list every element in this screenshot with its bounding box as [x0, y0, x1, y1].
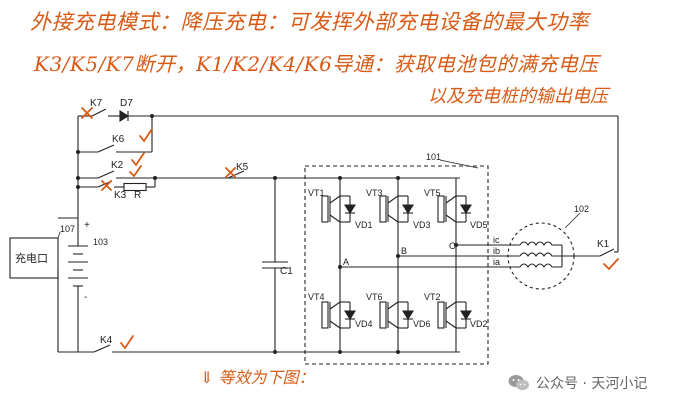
node-c-label: C [449, 241, 456, 251]
k6-label: K6 [112, 134, 125, 145]
vd3-label: VD3 [413, 220, 431, 230]
k4-label: K4 [100, 335, 113, 346]
vt1-label: VT1 [308, 188, 325, 198]
capacitor-label: C1 [280, 266, 293, 277]
inverter-ref-label: 101 [426, 152, 441, 162]
annotation-line-4: ⇓ 等效为下图： [200, 368, 315, 387]
k3-label: K3 [114, 190, 127, 201]
vt4-label: VT4 [308, 292, 325, 302]
node-b-label: B [401, 246, 407, 256]
k2-label: K2 [111, 160, 124, 171]
battery-ref-label: 103 [93, 237, 108, 247]
annotation-line-3: 以及充电桩的输出电压 [428, 86, 608, 107]
annotation-line-1: 外接充电模式：降压充电：可发挥外部充电设备的最大功率 [30, 10, 589, 34]
current-ic-label: ic [493, 235, 500, 245]
vd2-label: VD2 [470, 319, 488, 329]
annotation-line-2: K3/K5/K7断开，K1/K2/K4/K6导通：获取电池包的满充电压 [34, 52, 599, 76]
vd4-label: VD4 [355, 319, 373, 329]
vt6-label: VT6 [366, 292, 383, 302]
vd5-label: VD5 [470, 220, 488, 230]
vd1-label: VD1 [355, 220, 373, 230]
battery-minus-label: - [84, 292, 87, 303]
vt2-label: VT2 [424, 292, 441, 302]
k5-label: K5 [236, 162, 249, 173]
node-a-label: A [343, 257, 349, 267]
vt3-label: VT3 [366, 188, 383, 198]
current-ib-label: ib [493, 246, 500, 256]
k7-label: K7 [90, 98, 103, 109]
watermark-text: 公众号 · 天河小记 [536, 376, 648, 392]
d7-label: D7 [120, 98, 133, 109]
charger-label: 充电口 [15, 251, 48, 265]
charger-ref-label: 107 [60, 224, 75, 234]
vt5-label: VT5 [424, 188, 441, 198]
wechat-icon [508, 375, 529, 391]
battery-plus-label: + [84, 220, 90, 231]
current-ia-label: ia [493, 257, 500, 267]
vd6-label: VD6 [413, 319, 431, 329]
watermark: 公众号 · 天河小记 [508, 372, 647, 394]
resistor-label: R [134, 190, 141, 201]
k1-label: K1 [597, 239, 610, 250]
motor-ref-label: 102 [574, 204, 589, 214]
